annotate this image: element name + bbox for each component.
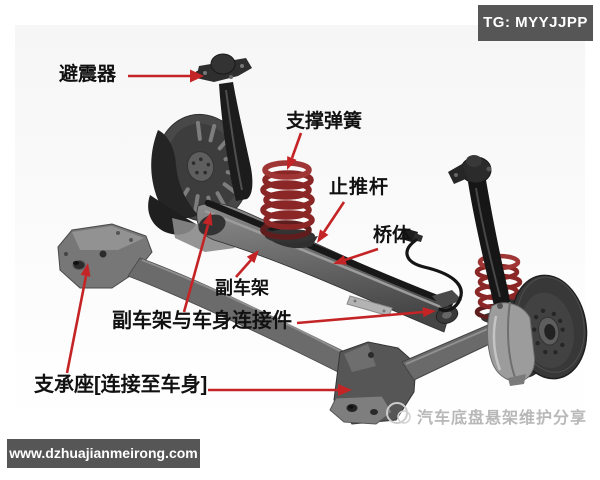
leader-arrowhead-support-mount-up	[80, 263, 91, 277]
leader-line-connector-right	[296, 310, 425, 325]
leader-arrowhead-subframe	[246, 250, 259, 264]
right-shock-absorber	[448, 155, 510, 306]
right-brake-caliper	[487, 301, 535, 386]
watermark-logo-icon	[386, 402, 411, 424]
left-mount-bracket	[57, 223, 153, 289]
leader-line-support-spring	[290, 132, 303, 159]
leader-arrowhead-thrust-rod	[317, 229, 329, 243]
leader-line-connector-left	[182, 224, 210, 313]
label-thrust-rod: 止推杆	[329, 177, 390, 198]
right-brake-disc	[510, 274, 588, 380]
leader-line-support-mount-up	[65, 275, 88, 374]
leader-line-subframe	[235, 259, 252, 278]
leader-arrowhead-axle-body	[333, 255, 347, 265]
wheel-bolt-holes	[532, 308, 565, 355]
watermark-text: 汽车底盘悬架维护分享	[417, 410, 588, 427]
leader-line-thrust-rod	[322, 201, 346, 233]
hub-bolts	[191, 157, 211, 175]
label-subframe-body-connector: 副车架与车身连接件	[112, 310, 292, 332]
left-spring-seat-bracket	[172, 218, 235, 252]
website-badge: www.dzhuajianmeirong.com	[7, 439, 200, 468]
leader-arrowhead-support-mount-right	[338, 384, 352, 396]
label-support-mount: 支承座[连接至车身]	[34, 374, 208, 396]
left-coil-spring	[260, 160, 318, 249]
label-subframe: 副车架	[215, 278, 269, 298]
leader-line-axle-body	[344, 247, 379, 262]
leader-arrowhead-connector-right	[422, 307, 436, 318]
label-axle-body: 桥体	[373, 225, 412, 246]
leader-arrows	[65, 69, 436, 396]
leader-arrowhead-connector-left	[202, 212, 213, 226]
leader-arrowhead-shock-absorber	[190, 69, 204, 83]
leader-arrowhead-support-spring	[287, 156, 297, 170]
telegram-badge: TG: MYYJJPP	[478, 5, 593, 41]
left-knuckle	[151, 130, 198, 219]
left-shock-absorber	[195, 53, 253, 201]
abs-sensor-cable	[401, 228, 463, 313]
label-shock-absorber: 避震器	[59, 64, 117, 85]
label-support-spring: 支撑弹簧	[286, 111, 363, 132]
